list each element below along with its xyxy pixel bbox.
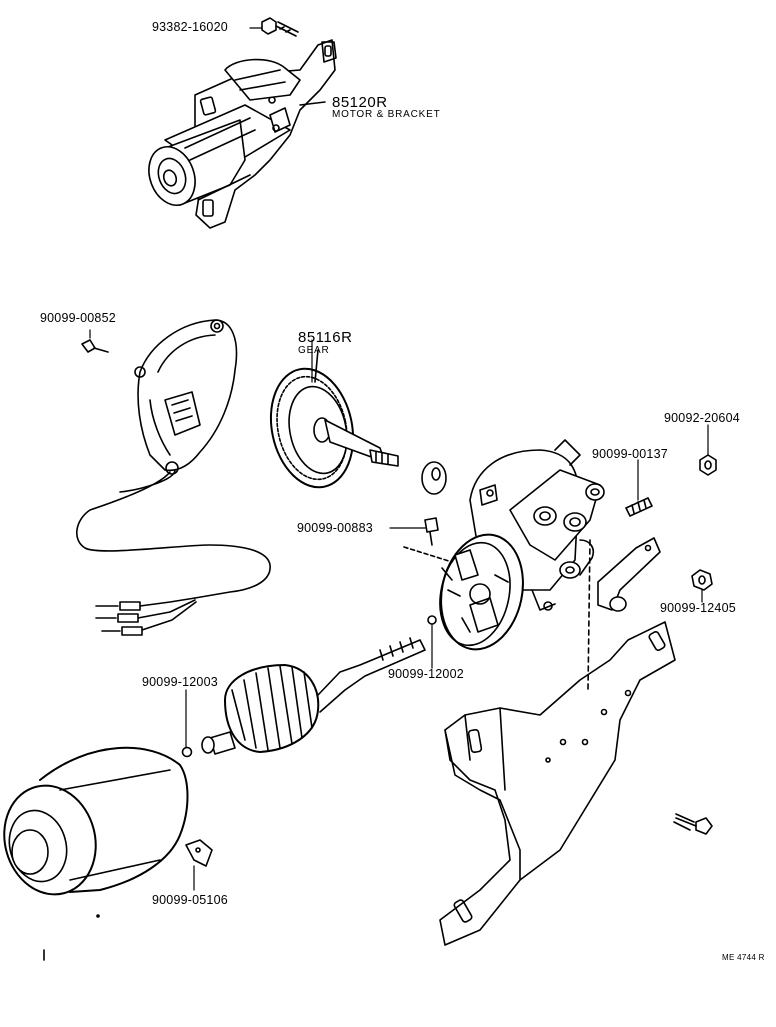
motor-and-bracket-illustration	[141, 18, 336, 228]
part-number-screw-cover: 90099-00852	[40, 311, 116, 325]
part-number-spring-pin: 90099-00137	[592, 447, 668, 461]
part-name-motor: MOTOR & BRACKET	[332, 109, 441, 120]
screw-00883-illustration	[404, 518, 452, 562]
bracket-bolt-illustration	[674, 814, 712, 834]
brush-holder-illustration	[431, 527, 533, 657]
part-number-gear: 85116R	[298, 329, 353, 346]
gear-illustration	[260, 350, 398, 495]
part-number-nut-bracket: 90099-12405	[660, 601, 736, 615]
part-number-bolt-top: 93382-16020	[152, 20, 228, 34]
washer-illustration	[422, 462, 446, 494]
part-number-nut-right: 90092-20604	[664, 411, 740, 425]
armature-illustration	[202, 638, 425, 754]
spring-pin-illustration	[626, 498, 652, 516]
gear-cover-illustration	[77, 320, 270, 635]
part-number-screw-brush: 90099-00883	[297, 521, 373, 535]
part-number-ball-right: 90099-12002	[388, 667, 464, 681]
nut-20604-illustration	[700, 455, 716, 475]
ball-12003-illustration	[183, 748, 192, 757]
mounting-bracket-illustration	[440, 540, 675, 945]
part-number-clip: 90099-05106	[152, 893, 228, 907]
part-number-motor: 85120R	[332, 94, 388, 111]
figure-code: ME 4744 R	[722, 953, 765, 962]
part-number-ball-left: 90099-12003	[142, 675, 218, 689]
part-name-gear: GEAR	[298, 345, 330, 356]
nut-12405-illustration	[692, 570, 712, 590]
switch-arm-illustration	[598, 538, 660, 611]
ball-12002-illustration	[428, 616, 436, 624]
leader-lines	[90, 28, 708, 890]
clip-05106-illustration	[186, 840, 212, 866]
yoke-illustration	[0, 748, 187, 905]
